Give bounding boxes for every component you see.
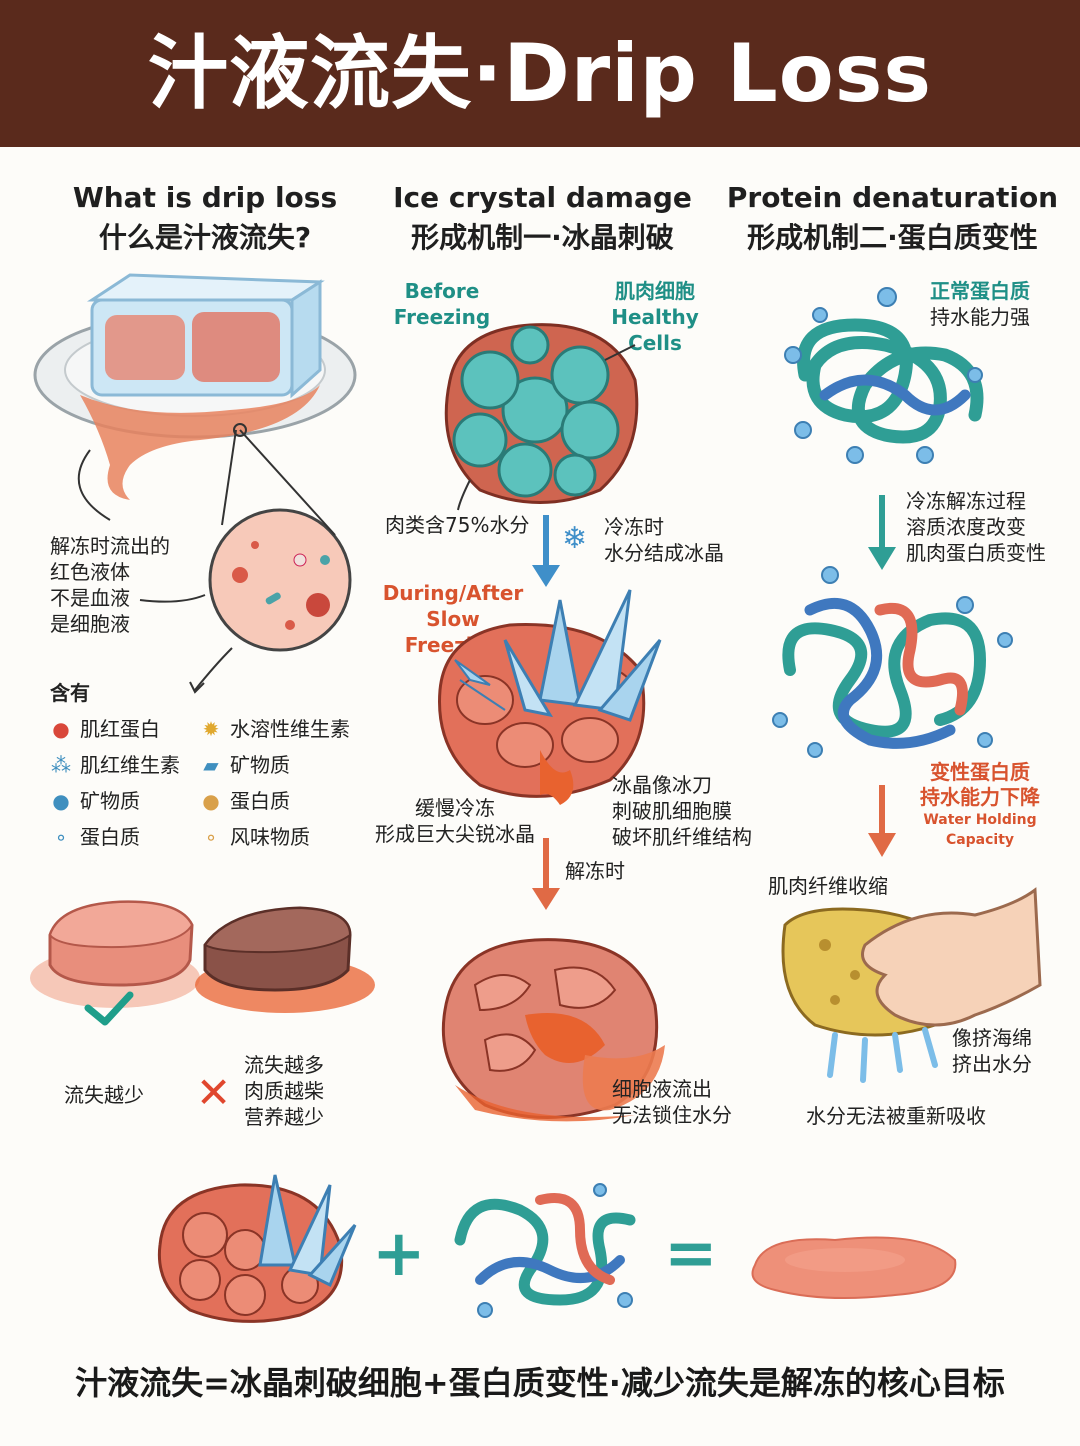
check-icon — [84, 991, 134, 1026]
right-heading-zh: 形成机制二·蛋白质变性 — [747, 221, 1038, 254]
right-heading-en: Protein denaturation — [726, 181, 1059, 214]
legend-item: ▰矿物质 — [200, 752, 390, 778]
middle-heading-zh: 形成机制一·冰晶刺破 — [411, 221, 674, 254]
damaged-cells-illustration — [441, 938, 665, 1122]
legend-item: ∘风味物质 — [200, 824, 390, 850]
thawing-meat-illustration — [33, 273, 357, 694]
equals-sign: = — [664, 1217, 718, 1291]
legend-item: ●矿物质 — [50, 788, 210, 814]
right-column-heading: Protein denaturation 形成机制二·蛋白质变性 — [720, 178, 1065, 258]
freeze-thaw-process-note: 冷冻解冻过程 溶质浓度改变 肌肉蛋白质变性 — [906, 489, 1046, 565]
healthy-cells-illustration — [444, 323, 639, 511]
title-banner — [0, 0, 1080, 147]
sponge-squeeze-illustration — [781, 887, 1042, 1083]
flavor-icon: ∘ — [204, 825, 218, 849]
left-heading-zh: 什么是汁液流失? — [98, 221, 312, 254]
less-loss-label: 流失越少 — [64, 1083, 144, 1107]
fiber-shrink-note: 肌肉纤维收缩 — [768, 874, 888, 898]
legend-item: ●蛋白质 — [200, 788, 390, 814]
sponge-note: 像挤海绵 挤出水分 — [952, 1026, 1032, 1076]
plus-sign: + — [372, 1217, 426, 1291]
legend-item: ●肌红蛋白 — [50, 716, 210, 742]
reabsorb-note: 水分无法被重新吸收 — [806, 1104, 986, 1128]
thaw-note: 解冻时 — [565, 859, 625, 883]
peanut-icon: ● — [202, 789, 220, 813]
denature-arrow — [868, 495, 896, 570]
cross-icon: ✕ — [196, 1068, 232, 1117]
leak-note: 细胞液流出 无法锁住水分 — [612, 1077, 732, 1127]
healthy-cells-label: 肌肉细胞 Healthy Cells — [611, 279, 699, 355]
meat-comparison-illustration — [30, 900, 375, 1026]
equation-ice-cells-illustration — [157, 1174, 357, 1323]
hand — [861, 887, 1042, 1027]
ice-crystal-damage-illustration — [438, 589, 662, 805]
water-vitamin-icon: ✹ — [202, 717, 220, 741]
normal-protein-illustration — [784, 287, 984, 464]
droplet-icon: ● — [52, 789, 70, 813]
legend-item: ∘蛋白质 — [50, 824, 210, 850]
middle-heading-en: Ice crystal damage — [393, 181, 692, 214]
drip-puddle — [80, 385, 320, 500]
denatured-protein-illustration — [772, 566, 1013, 758]
middle-column-heading: Ice crystal damage 形成机制一·冰晶刺破 — [375, 178, 710, 258]
more-loss-label: 流失越多 肉质越柴 营养越少 — [244, 1053, 324, 1129]
contains-label: 含有 — [50, 681, 90, 705]
cell-fluid-callout: 解冻时流出的 红色液体 不是血液 是细胞液 — [50, 534, 170, 636]
ice-knife-note: 冰晶像冰刀 刺破肌细胞膜 破坏肌纤维结构 — [612, 773, 752, 849]
equation-protein-illustration — [454, 1183, 636, 1318]
slow-freeze-note: 缓慢冷冻 形成巨大尖锐冰晶 — [375, 796, 535, 846]
magnify-circle — [208, 508, 352, 652]
normal-protein-label: 正常蛋白质 持水能力强 — [930, 279, 1030, 329]
denatured-protein-label: 变性蛋白质 持水能力下降 Water Holding Capacity — [920, 760, 1040, 848]
left-heading-en: What is drip loss — [72, 181, 338, 214]
snowflake-icon: ❄ — [562, 521, 588, 556]
water-content-note: 肉类含75%水分 — [385, 513, 530, 537]
before-freezing-label: Before Freezing — [393, 279, 491, 329]
left-column-heading: What is drip loss 什么是汁液流失? — [40, 178, 370, 258]
mineral-pill-icon: ▰ — [203, 753, 219, 777]
myoglobin-icon: ● — [52, 717, 70, 741]
freeze-note: 冷冻时 水分结成冰晶 — [604, 515, 724, 565]
legend-item: ⁂肌红维生素 — [51, 753, 180, 777]
legend-item: ✹水溶性维生素 — [200, 716, 390, 742]
freeze-arrow — [532, 515, 560, 587]
vitamin-icon: ⁂ — [51, 753, 71, 777]
drip-puddle-result — [751, 1236, 957, 1300]
page-title: 汁液流失·Drip Loss — [148, 27, 932, 120]
bubbles-icon: ∘ — [54, 825, 68, 849]
summary-footer: 汁液流失=冰晶刺破细胞+蛋白质变性·减少流失是解冻的核心目标 — [75, 1364, 1005, 1402]
shrink-arrow — [868, 785, 896, 857]
thaw-arrow — [532, 838, 560, 910]
